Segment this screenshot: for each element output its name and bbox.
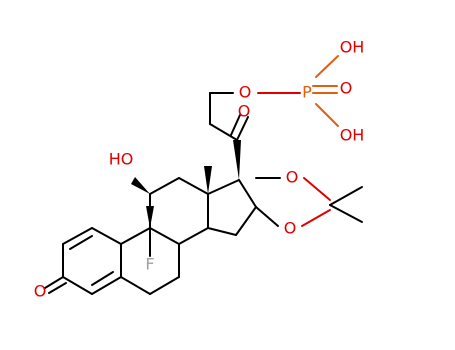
bond-cme2-methyl-upper bbox=[329, 186, 363, 206]
atom-hydroxyl-p-upper: OH bbox=[340, 38, 365, 57]
bond-o-cmeq-lower bbox=[301, 209, 331, 227]
bond-c20-o-double bbox=[230, 114, 241, 136]
bond-ring-a bbox=[62, 276, 93, 295]
bond-ring-c bbox=[178, 177, 209, 195]
atom-hydroxyl-c11: HO bbox=[109, 150, 134, 169]
atom-oxygen-dioxolane-lower: O bbox=[284, 219, 297, 238]
bond-methyl-c10-wedge bbox=[146, 206, 154, 228]
bond-ring-b bbox=[120, 227, 151, 245]
bond-ring-b bbox=[149, 276, 180, 295]
bond-ring-d bbox=[235, 206, 257, 236]
bond-p-oh-lower bbox=[315, 103, 339, 127]
bond-ring-a bbox=[91, 276, 122, 295]
atom-oxygen-ester: O bbox=[239, 83, 252, 102]
bond-ring-a-double bbox=[91, 271, 114, 286]
bond-o-cmeq-upper bbox=[303, 177, 331, 201]
atom-phosphorus: P bbox=[302, 83, 312, 102]
bond-ring-d bbox=[238, 179, 257, 208]
bond-oh-c11-wedge bbox=[131, 177, 150, 194]
bond-c20-c21 bbox=[209, 123, 238, 141]
atom-oxygen-dioxolane-upper: O bbox=[286, 168, 299, 187]
bond-ring-d bbox=[207, 179, 240, 195]
bond-methyl-c13-wedge bbox=[204, 166, 212, 194]
bond-ring-a-double bbox=[69, 235, 93, 250]
bond-ketone-double bbox=[48, 282, 67, 294]
atom-oxygen-ketone: O bbox=[34, 282, 47, 301]
bond-c16-o-lower bbox=[255, 206, 279, 227]
bond-ring-a bbox=[91, 227, 122, 245]
atom-oxygen-phosphoryl: O bbox=[340, 79, 353, 98]
bond-c17-sidechain-wedge bbox=[233, 140, 241, 180]
bond-ring-b bbox=[120, 276, 151, 295]
bond-p-oh-upper bbox=[315, 55, 339, 78]
bond-ring-a bbox=[62, 227, 93, 245]
atom-oxygen-c20: O bbox=[238, 102, 251, 121]
bond-c20-o bbox=[236, 116, 249, 141]
bond-ring-b bbox=[149, 227, 180, 245]
atom-fluoro-c9: F bbox=[145, 255, 154, 274]
bond-ketone bbox=[44, 276, 64, 289]
bond-ring-c bbox=[178, 227, 209, 245]
bond-ring-c bbox=[149, 177, 180, 195]
bond-ring-d bbox=[207, 227, 237, 236]
atom-hydroxyl-p-lower: OH bbox=[340, 126, 365, 145]
bond-cme2-methyl-lower bbox=[329, 204, 363, 223]
